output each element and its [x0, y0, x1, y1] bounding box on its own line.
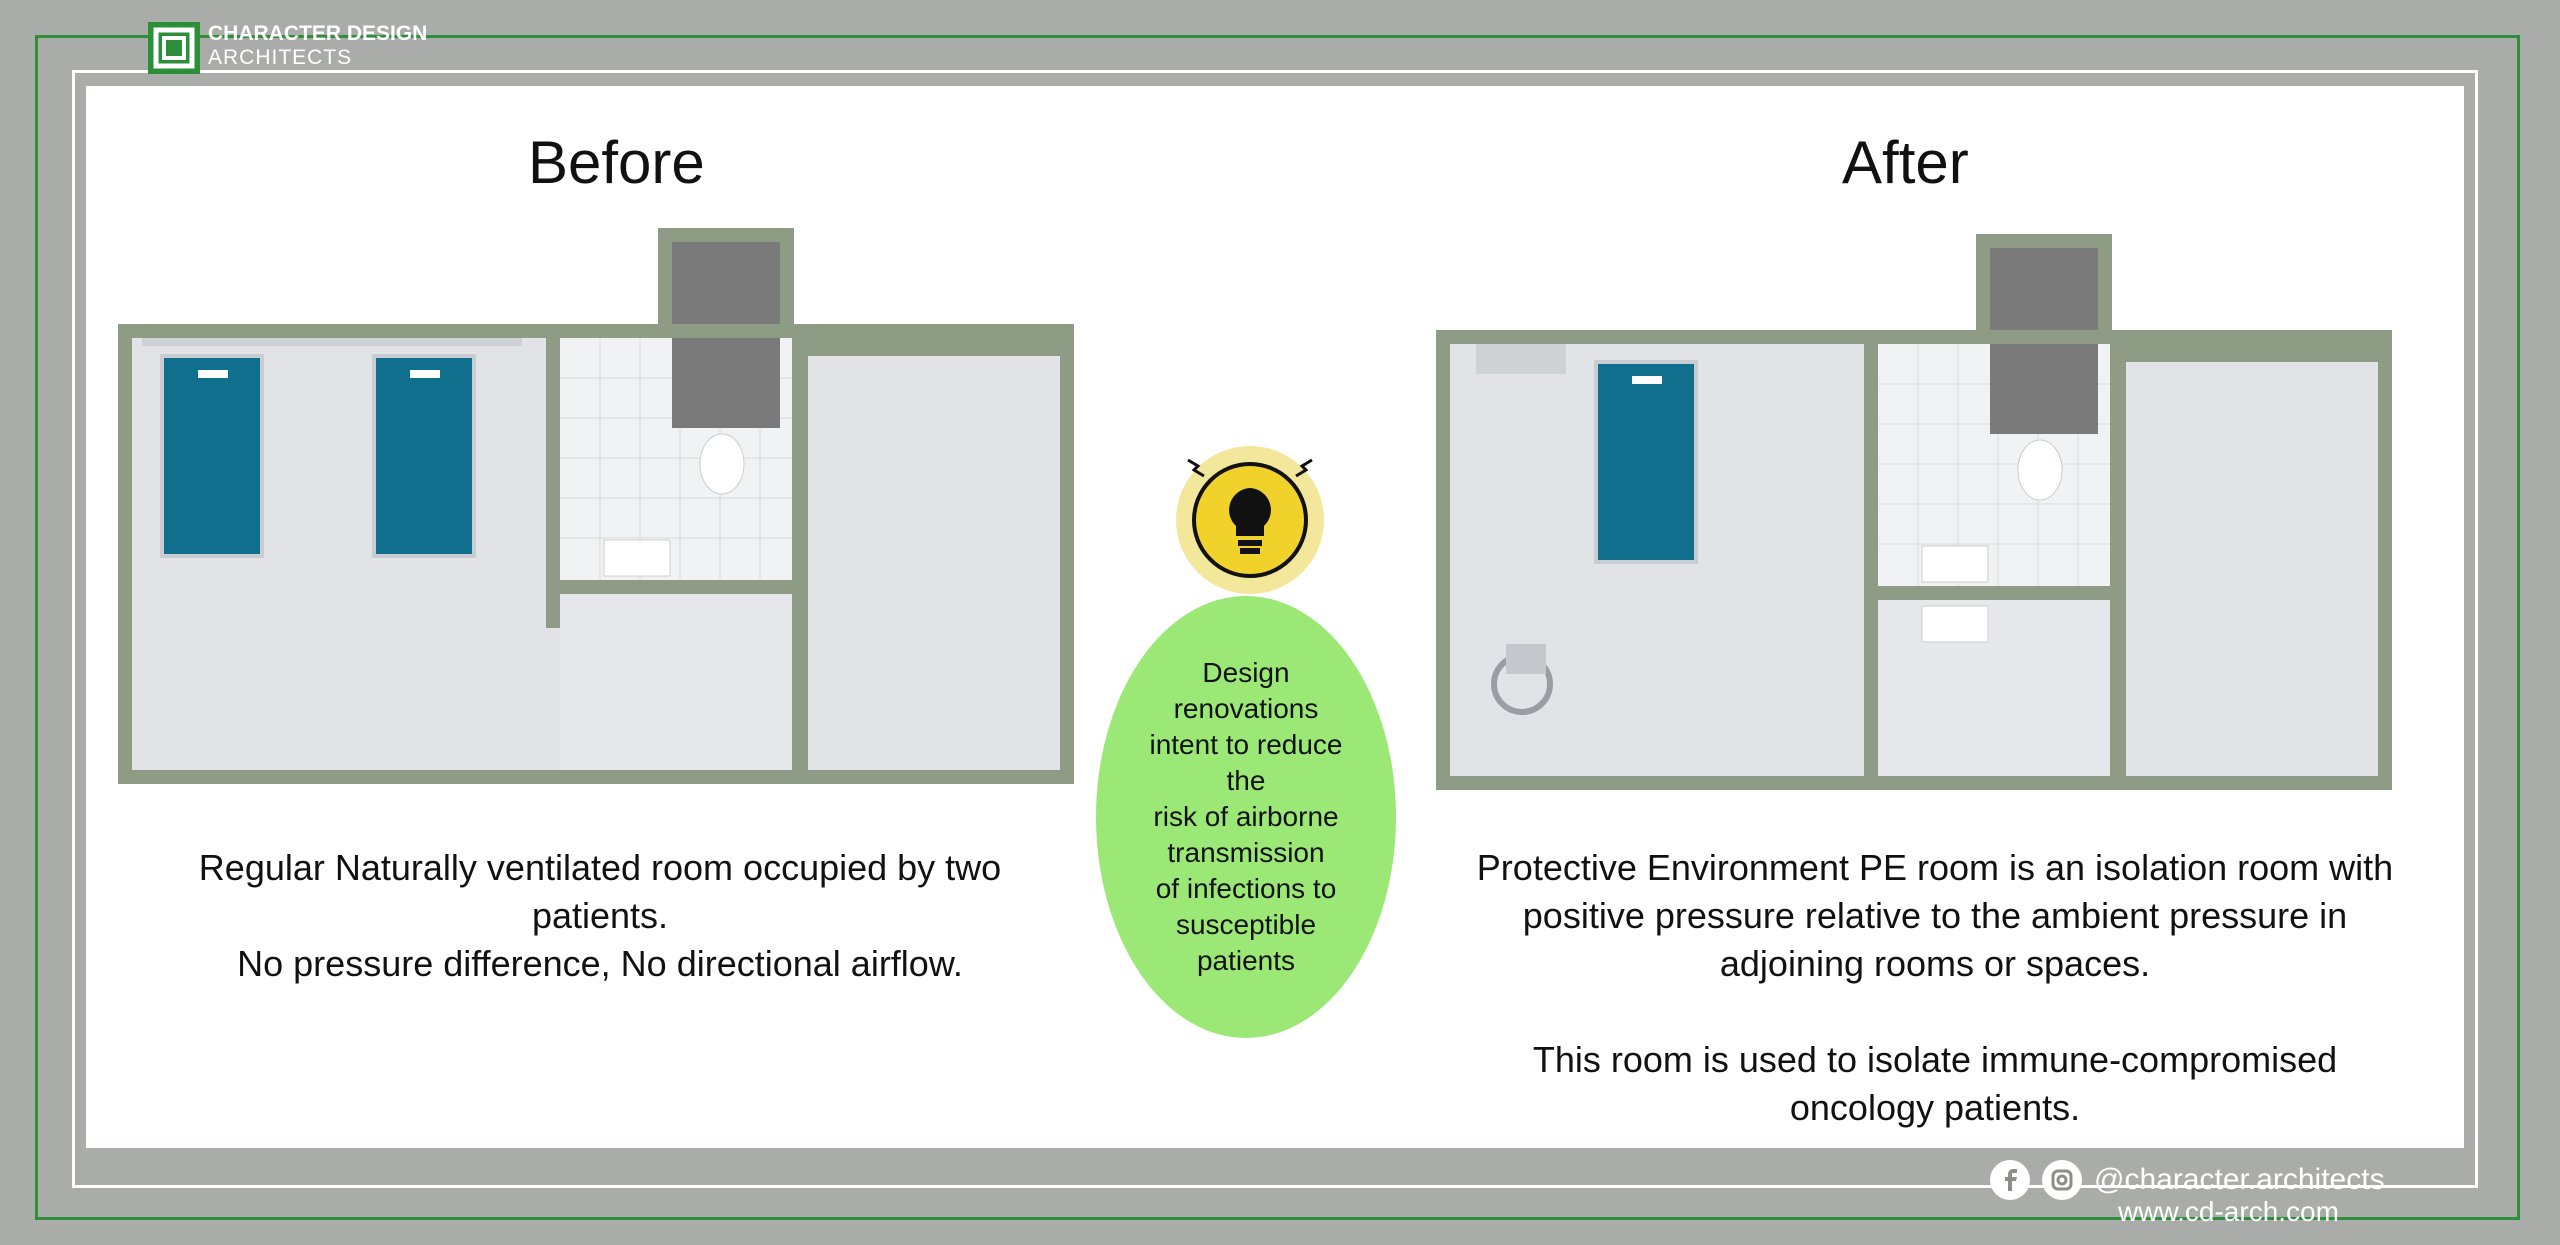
after-caption: Protective Environment PE room is an iso… — [1410, 844, 2460, 1132]
before-caption: Regular Naturally ventilated room occupi… — [140, 844, 1060, 988]
instagram-icon[interactable] — [2042, 1160, 2082, 1200]
after-title: After — [1842, 129, 1969, 196]
after-caption-line: adjoining rooms or spaces. — [1719, 943, 2151, 984]
after-floor-plan — [1436, 234, 2392, 790]
design-note-bubble: Design renovations intent to reduce the … — [1096, 596, 1396, 1038]
after-caption-spacer — [1410, 988, 2460, 1036]
before-caption-line: No pressure difference, No directional a… — [237, 943, 963, 984]
inner-white-frame — [72, 70, 2478, 1188]
design-note-line: patients — [1196, 945, 1296, 976]
social-footer: @character.architects — [1990, 1160, 2385, 1200]
brand-name-line2: ARCHITECTS — [208, 46, 353, 69]
brand-logo-icon — [148, 22, 200, 74]
design-note-line: intent to reduce the — [1149, 729, 1343, 796]
outer-green-frame — [35, 35, 2520, 1220]
design-note-line: susceptible — [1175, 909, 1317, 940]
after-caption-line: positive pressure relative to the ambien… — [1522, 895, 2348, 936]
brand-logo: CHARACTER DESIGN ARCHITECTS — [148, 22, 427, 74]
after-caption-line: This room is used to isolate immune-comp… — [1532, 1039, 2338, 1080]
before-title: Before — [528, 129, 705, 196]
before-caption-line: Regular Naturally ventilated room occupi… — [198, 847, 1002, 888]
design-note-line: Design renovations — [1173, 657, 1319, 724]
after-caption-line: oncology patients. — [1789, 1087, 2081, 1128]
before-caption-line: patients. — [531, 895, 669, 936]
design-note-line: risk of airborne — [1153, 801, 1339, 832]
before-floor-plan — [118, 228, 1074, 784]
brand-name-line1: CHARACTER DESIGN — [208, 22, 428, 45]
website-link[interactable]: www.cd-arch.com — [2118, 1196, 2339, 1227]
design-note-line: transmission — [1167, 837, 1325, 868]
lightbulb-icon — [1176, 446, 1324, 594]
social-handle[interactable]: @character.architects — [2094, 1163, 2385, 1196]
design-note-line: of infections to — [1155, 873, 1337, 904]
facebook-icon[interactable] — [1990, 1160, 2030, 1200]
after-caption-line: Protective Environment PE room is an iso… — [1476, 847, 2394, 888]
